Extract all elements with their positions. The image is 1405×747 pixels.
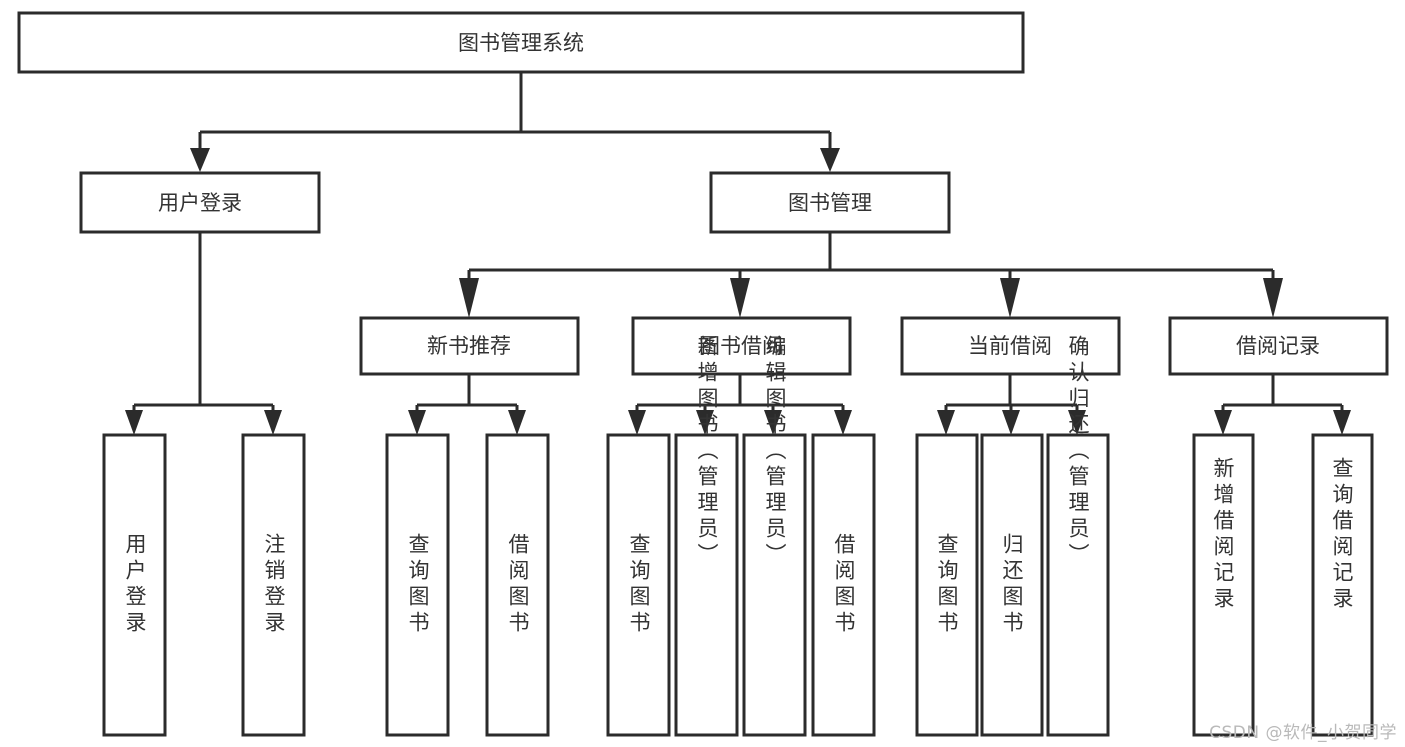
node-book-borrow-label: 图书借阅 <box>699 334 783 358</box>
arrow-root-to-bookmgmt <box>820 148 840 172</box>
arrow-borrow-c2 <box>696 410 714 435</box>
node-borrow-record[interactable]: 借阅记录 <box>1168 316 1389 376</box>
leaf-recommend-query-book[interactable]: 查询图书 <box>385 433 450 737</box>
leaf-current-query-book-box[interactable] <box>915 433 979 737</box>
node-user-login-label: 用户登录 <box>158 191 242 215</box>
arrow-login-child1 <box>125 410 143 435</box>
leaf-recommend-query-book-box[interactable] <box>385 433 450 737</box>
arrow-bookmgmt-c3 <box>1000 278 1020 318</box>
leaf-current-return-book-box[interactable] <box>980 433 1044 737</box>
leaf-user-logout[interactable]: 注销登录 <box>241 433 306 737</box>
arrow-record-c1 <box>1214 410 1232 435</box>
arrow-borrow-c4 <box>834 410 852 435</box>
node-book-borrow-box[interactable] <box>631 316 852 376</box>
node-borrow-record-label: 借阅记录 <box>1236 334 1320 358</box>
arrow-recommend-c1 <box>408 410 426 435</box>
arrow-recommend-c2 <box>508 410 526 435</box>
leaf-borrow-query-book[interactable]: 查询图书 <box>606 433 671 737</box>
leaf-borrow-add-book[interactable]: 新增图书（管理员） <box>674 335 739 737</box>
leaf-current-confirm-return-label: 确认归还（管理员） <box>1066 335 1090 569</box>
arrow-bookmgmt-c2 <box>730 278 750 318</box>
leaf-current-return-book-label: 归还图书 <box>1000 533 1024 637</box>
leaf-current-query-book[interactable]: 查询图书 <box>915 433 979 737</box>
leaf-borrow-query-book-box[interactable] <box>606 433 671 737</box>
leaf-borrow-borrow-book[interactable]: 借阅图书 <box>811 433 876 737</box>
leaf-user-login-1[interactable]: 用户登录 <box>102 433 167 737</box>
leaf-user-login-1-label: 用户登录 <box>123 533 147 637</box>
node-new-book-recommend-box[interactable] <box>359 316 580 376</box>
leaf-recommend-borrow-book-box[interactable] <box>485 433 550 737</box>
leaf-record-add-box[interactable] <box>1192 433 1255 737</box>
node-borrow-record-box[interactable] <box>1168 316 1389 376</box>
node-user-login[interactable]: 用户登录 <box>79 171 321 234</box>
leaf-current-confirm-return[interactable]: 确认归还（管理员） <box>1046 335 1110 737</box>
arrow-record-c2 <box>1333 410 1351 435</box>
leaf-user-logout-label: 注销登录 <box>262 533 286 637</box>
node-layer: 图书管理系统 用户登录 图书管理 新书推荐 图书借阅 当前 <box>17 11 1389 737</box>
leaf-record-add[interactable]: 新增借阅记录 <box>1192 433 1255 737</box>
leaf-borrow-edit-book-box[interactable] <box>742 433 807 737</box>
leaf-current-query-book-label: 查询图书 <box>935 533 959 637</box>
node-new-book-recommend[interactable]: 新书推荐 <box>359 316 580 376</box>
node-book-management-box[interactable] <box>709 171 951 234</box>
arrow-root-to-login <box>190 148 210 172</box>
node-new-book-recommend-label: 新书推荐 <box>427 334 511 358</box>
node-current-borrow-label: 当前借阅 <box>968 334 1052 358</box>
leaf-borrow-borrow-book-box[interactable] <box>811 433 876 737</box>
node-root-box[interactable] <box>17 11 1025 74</box>
node-book-borrow[interactable]: 图书借阅 <box>631 316 852 376</box>
arrow-current-c3 <box>1068 410 1086 435</box>
leaf-borrow-edit-book[interactable]: 编辑图书（管理员） <box>742 335 807 737</box>
arrow-borrow-c1 <box>628 410 646 435</box>
leaf-current-return-book[interactable]: 归还图书 <box>980 433 1044 737</box>
leaf-recommend-borrow-book-label: 借阅图书 <box>506 533 530 637</box>
arrow-current-c1 <box>937 410 955 435</box>
leaf-record-query-label: 查询借阅记录 <box>1330 457 1354 613</box>
leaf-recommend-borrow-book[interactable]: 借阅图书 <box>485 433 550 737</box>
leaf-user-login-1-box[interactable] <box>102 433 167 737</box>
connector-layer <box>125 72 1351 435</box>
node-root-label: 图书管理系统 <box>458 31 584 55</box>
leaf-borrow-query-book-label: 查询图书 <box>627 533 651 637</box>
leaf-borrow-edit-book-label: 编辑图书（管理员） <box>763 335 787 569</box>
node-book-management-label: 图书管理 <box>788 191 872 215</box>
leaf-recommend-query-book-label: 查询图书 <box>406 533 430 637</box>
arrow-login-child2 <box>264 410 282 435</box>
node-current-borrow[interactable]: 当前借阅 <box>900 316 1121 376</box>
leaf-user-logout-box[interactable] <box>241 433 306 737</box>
leaf-record-query-box[interactable] <box>1311 433 1374 737</box>
leaf-record-query[interactable]: 查询借阅记录 <box>1311 433 1374 737</box>
leaf-record-add-label: 新增借阅记录 <box>1211 457 1235 613</box>
node-root[interactable]: 图书管理系统 <box>17 11 1025 74</box>
leaf-current-confirm-return-box[interactable] <box>1046 433 1110 737</box>
arrow-bookmgmt-c4 <box>1263 278 1283 318</box>
node-book-management[interactable]: 图书管理 <box>709 171 951 234</box>
arrow-borrow-c3 <box>764 410 782 435</box>
leaf-borrow-add-book-label: 新增图书（管理员） <box>695 335 719 569</box>
arrow-bookmgmt-c1 <box>459 278 479 318</box>
leaf-borrow-borrow-book-label: 借阅图书 <box>832 533 856 637</box>
node-current-borrow-box[interactable] <box>900 316 1121 376</box>
leaf-borrow-add-book-box[interactable] <box>674 433 739 737</box>
node-user-login-box[interactable] <box>79 171 321 234</box>
arrow-current-c2 <box>1002 410 1020 435</box>
